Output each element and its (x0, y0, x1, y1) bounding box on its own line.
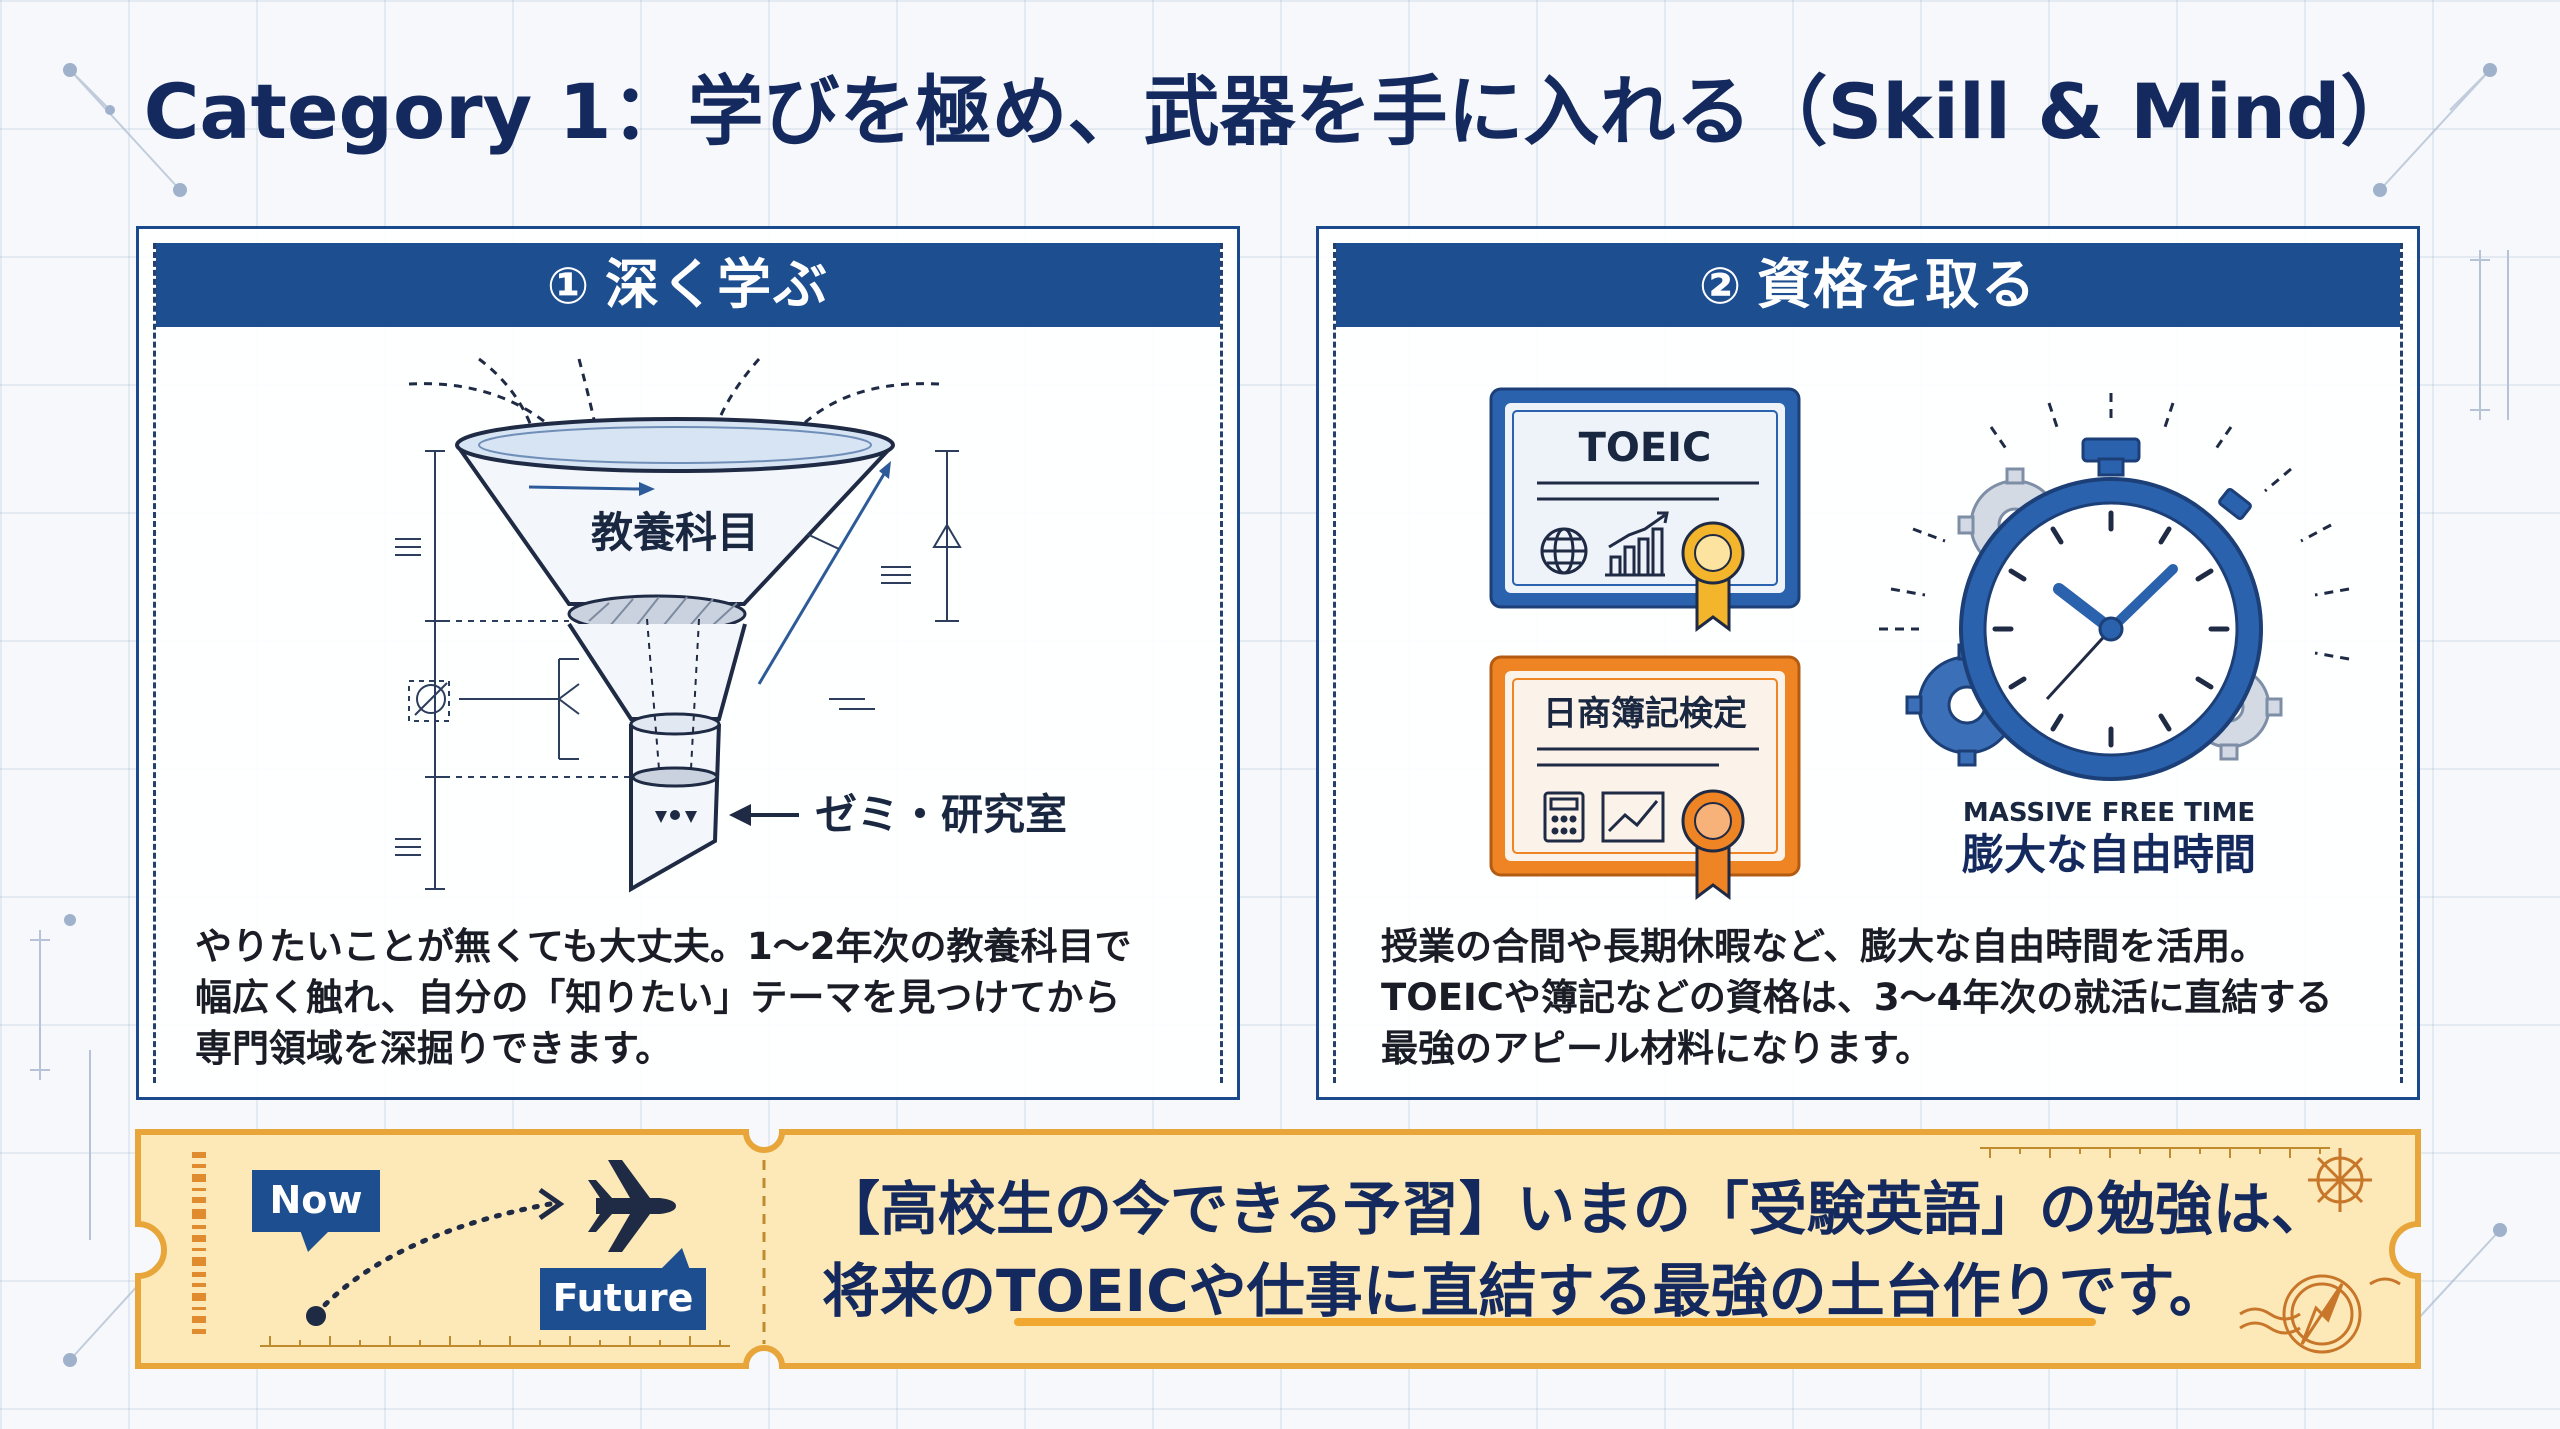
highlight-underline (1014, 1318, 2096, 1326)
page-title: Category 1：学びを極め、武器を手に入れる（Skill & Mind） (143, 67, 2417, 156)
barcode-icon (192, 1152, 206, 1334)
future-badge-pointer (660, 1248, 690, 1270)
panel-description: やりたいことが無くても大丈夫。1〜2年次の教養科目で 幅広く触れ、自分の「知りた… (195, 921, 1207, 1074)
future-badge: Future (540, 1268, 706, 1330)
toeic-certificate: TOEIC (1489, 387, 1801, 632)
boki-certificate: 日商簿記検定 (1489, 655, 1801, 900)
bar-chart-icon (1605, 511, 1669, 577)
tip-line: 【高校生の今できる予習】いまの「受験英語」の勉強は、 (822, 1175, 2329, 1243)
panel-heading-text: 資格を取る (1757, 253, 2038, 316)
award-ribbon-icon (1681, 789, 1745, 900)
description-line: やりたいことが無くても大丈夫。1〜2年次の教養科目で (195, 925, 1132, 968)
calculator-icon (1543, 791, 1585, 843)
compass-icon (2239, 1274, 2401, 1354)
line-chart-icon (1601, 791, 1665, 843)
panel-heading-text: 深く学ぶ (605, 253, 830, 316)
now-badge: Now (252, 1170, 380, 1232)
clock-caption-en: MASSIVE FREE TIME (1963, 798, 2255, 828)
funnel-icon: 教養科目 ゼミ・研究室 (395, 357, 1067, 893)
clock-caption-jp: 膨大な自由時間 (1962, 830, 2256, 879)
funnel-bottom-label: ゼミ・研究室 (815, 790, 1067, 839)
certifications-illustration: TOEIC (1489, 387, 2350, 900)
panel-number: ① (546, 257, 592, 315)
description-line: 専門領域を深掘りできます。 (195, 1027, 673, 1070)
description-line: 最強のアピール材料になります。 (1381, 1027, 1933, 1070)
stopwatch-icon (1959, 437, 2263, 781)
now-badge-pointer (300, 1230, 330, 1252)
airplane-icon (588, 1160, 676, 1252)
tip-ticket (135, 1129, 2421, 1369)
panel-number: ② (1698, 257, 1744, 315)
boki-certificate-title: 日商簿記検定 (1543, 694, 1747, 734)
description-line: 幅広く触れ、自分の「知りたい」テーマを見つけてから (195, 976, 1121, 1019)
globe-icon (1540, 527, 1588, 575)
tip-message: 【高校生の今できる予習】いまの「受験英語」の勉強は、 将来のTOEICや仕事に直… (822, 1168, 2382, 1332)
description-line: 授業の合間や長期休暇など、膨大な自由時間を活用。 (1381, 925, 2268, 968)
tip-line: 将来のTOEICや仕事に直結する最強の土台作りです。 (822, 1257, 2227, 1325)
description-line: TOEICや簿記などの資格は、3〜4年次の就活に直結する (1381, 976, 2333, 1019)
compass-rose-icon (2308, 1148, 2372, 1212)
funnel-top-label: 教養科目 (591, 508, 759, 557)
panel-description: 授業の合間や長期休暇など、膨大な自由時間を活用。 TOEICや簿記などの資格は、… (1381, 921, 2387, 1074)
toeic-certificate-title: TOEIC (1579, 425, 1712, 471)
award-ribbon-icon (1681, 521, 1745, 632)
